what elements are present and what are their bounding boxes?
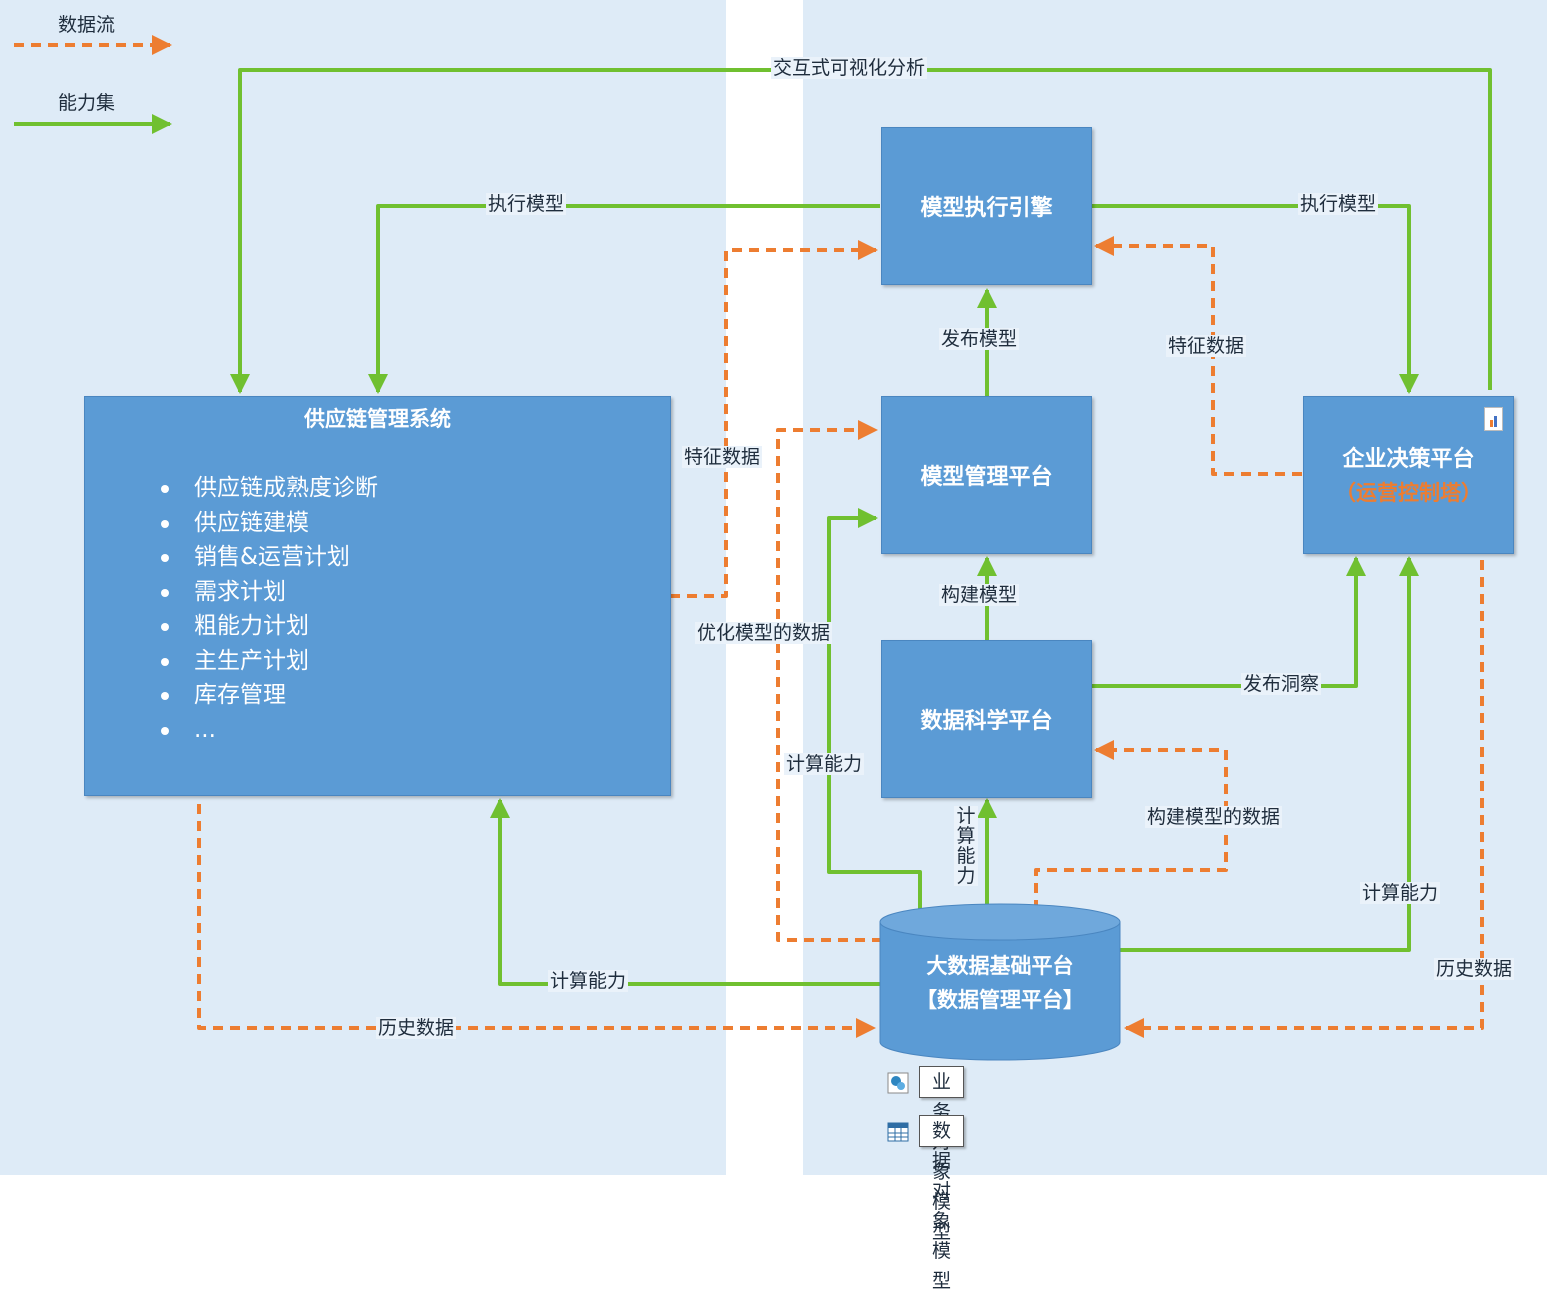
publish-insight-flow: [1092, 556, 1366, 688]
enterprise-decision-platform-label: 企业决策平台: [1342, 447, 1475, 472]
exec-model-left-label: 执行模型: [486, 193, 567, 215]
interactive-viz-label: 交互式可视化分析: [771, 57, 928, 79]
compute-supply-chain-label: 计算能力: [548, 970, 629, 992]
table-icon: [887, 1122, 909, 1142]
feature-data-right-flow: [1094, 236, 1302, 476]
exec-model-left-flow: [368, 204, 880, 394]
compute-enterprise-flow: [1120, 556, 1419, 952]
exec-model-right-flow: [1092, 204, 1419, 394]
build-model-data-label: 构建模型的数据: [1145, 806, 1283, 828]
bigdata-cylinder: [879, 903, 1121, 1061]
optimize-model-data-label: 优化模型的数据: [695, 622, 833, 644]
data-management-platform-label: 【数据管理平台】: [916, 988, 1084, 1012]
data-science-platform-box: 数据科学平台: [881, 640, 1092, 798]
history-data-left-flow: [197, 804, 876, 1038]
list-item: 主生产计划: [161, 644, 378, 679]
operations-control-tower-label: （运营控制塔）: [1335, 481, 1482, 505]
history-data-left-label: 历史数据: [376, 1017, 457, 1039]
business-object-model-label: 业务对象模型: [919, 1066, 965, 1243]
supply-chain-system-box: 供应链管理系统 供应链成熟度诊断 供应链建模 销售&运营计划 需求计划 粗能力计…: [84, 396, 671, 796]
feature-data-right-label: 特征数据: [1166, 335, 1247, 357]
supply-chain-title: 供应链管理系统: [304, 407, 451, 431]
model-execution-engine-box: 模型执行引擎: [881, 127, 1092, 285]
history-data-right-flow: [1124, 560, 1484, 1038]
model-management-platform-box: 模型管理平台: [881, 396, 1092, 554]
build-model-label: 构建模型: [939, 584, 1020, 606]
legend-capability-label: 能力集: [58, 92, 116, 114]
optimize-data-flow: [776, 420, 882, 942]
list-item: ...: [161, 713, 378, 748]
legend-data-flow-label: 数据流: [58, 14, 116, 36]
feature-data-left-flow: [670, 240, 878, 598]
list-item: 粗能力计划: [161, 609, 378, 644]
enterprise-decision-platform-box: 企业决策平台 （运营控制塔）: [1303, 396, 1514, 554]
exec-model-right-label: 执行模型: [1298, 193, 1379, 215]
list-item: 供应链建模: [161, 506, 378, 541]
publish-insight-label: 发布洞察: [1241, 673, 1322, 695]
business-object-model-icon: [887, 1072, 909, 1094]
data-science-platform-label: 数据科学平台: [920, 709, 1053, 734]
feature-data-left-label: 特征数据: [682, 446, 763, 468]
model-management-platform-label: 模型管理平台: [920, 465, 1053, 490]
list-item: 需求计划: [161, 575, 378, 610]
compute-enterprise-label: 计算能力: [1360, 882, 1441, 904]
report-icon: [1484, 407, 1503, 431]
data-object-model-label: 数据对象模型: [919, 1115, 965, 1292]
build-model-data-flow: [1034, 740, 1228, 910]
publish-model-label: 发布模型: [939, 328, 1020, 350]
list-item: 销售&运营计划: [161, 540, 378, 575]
history-data-right-label: 历史数据: [1434, 958, 1515, 980]
bigdata-platform-label: 大数据基础平台: [926, 954, 1074, 978]
model-execution-engine-label: 模型执行引擎: [920, 196, 1053, 221]
compute-model-platform-flow: [827, 508, 922, 910]
list-item: 供应链成熟度诊断: [161, 471, 378, 506]
supply-chain-feature-list: 供应链成熟度诊断 供应链建模 销售&运营计划 需求计划 粗能力计划 主生产计划 …: [161, 471, 378, 747]
compute-supply-chain-flow: [490, 798, 882, 986]
list-item: 库存管理: [161, 678, 378, 713]
compute-data-science-label: 计算能力: [954, 806, 978, 886]
interactive-viz-flow: [230, 68, 1492, 394]
compute-model-platform-label: 计算能力: [784, 753, 865, 775]
